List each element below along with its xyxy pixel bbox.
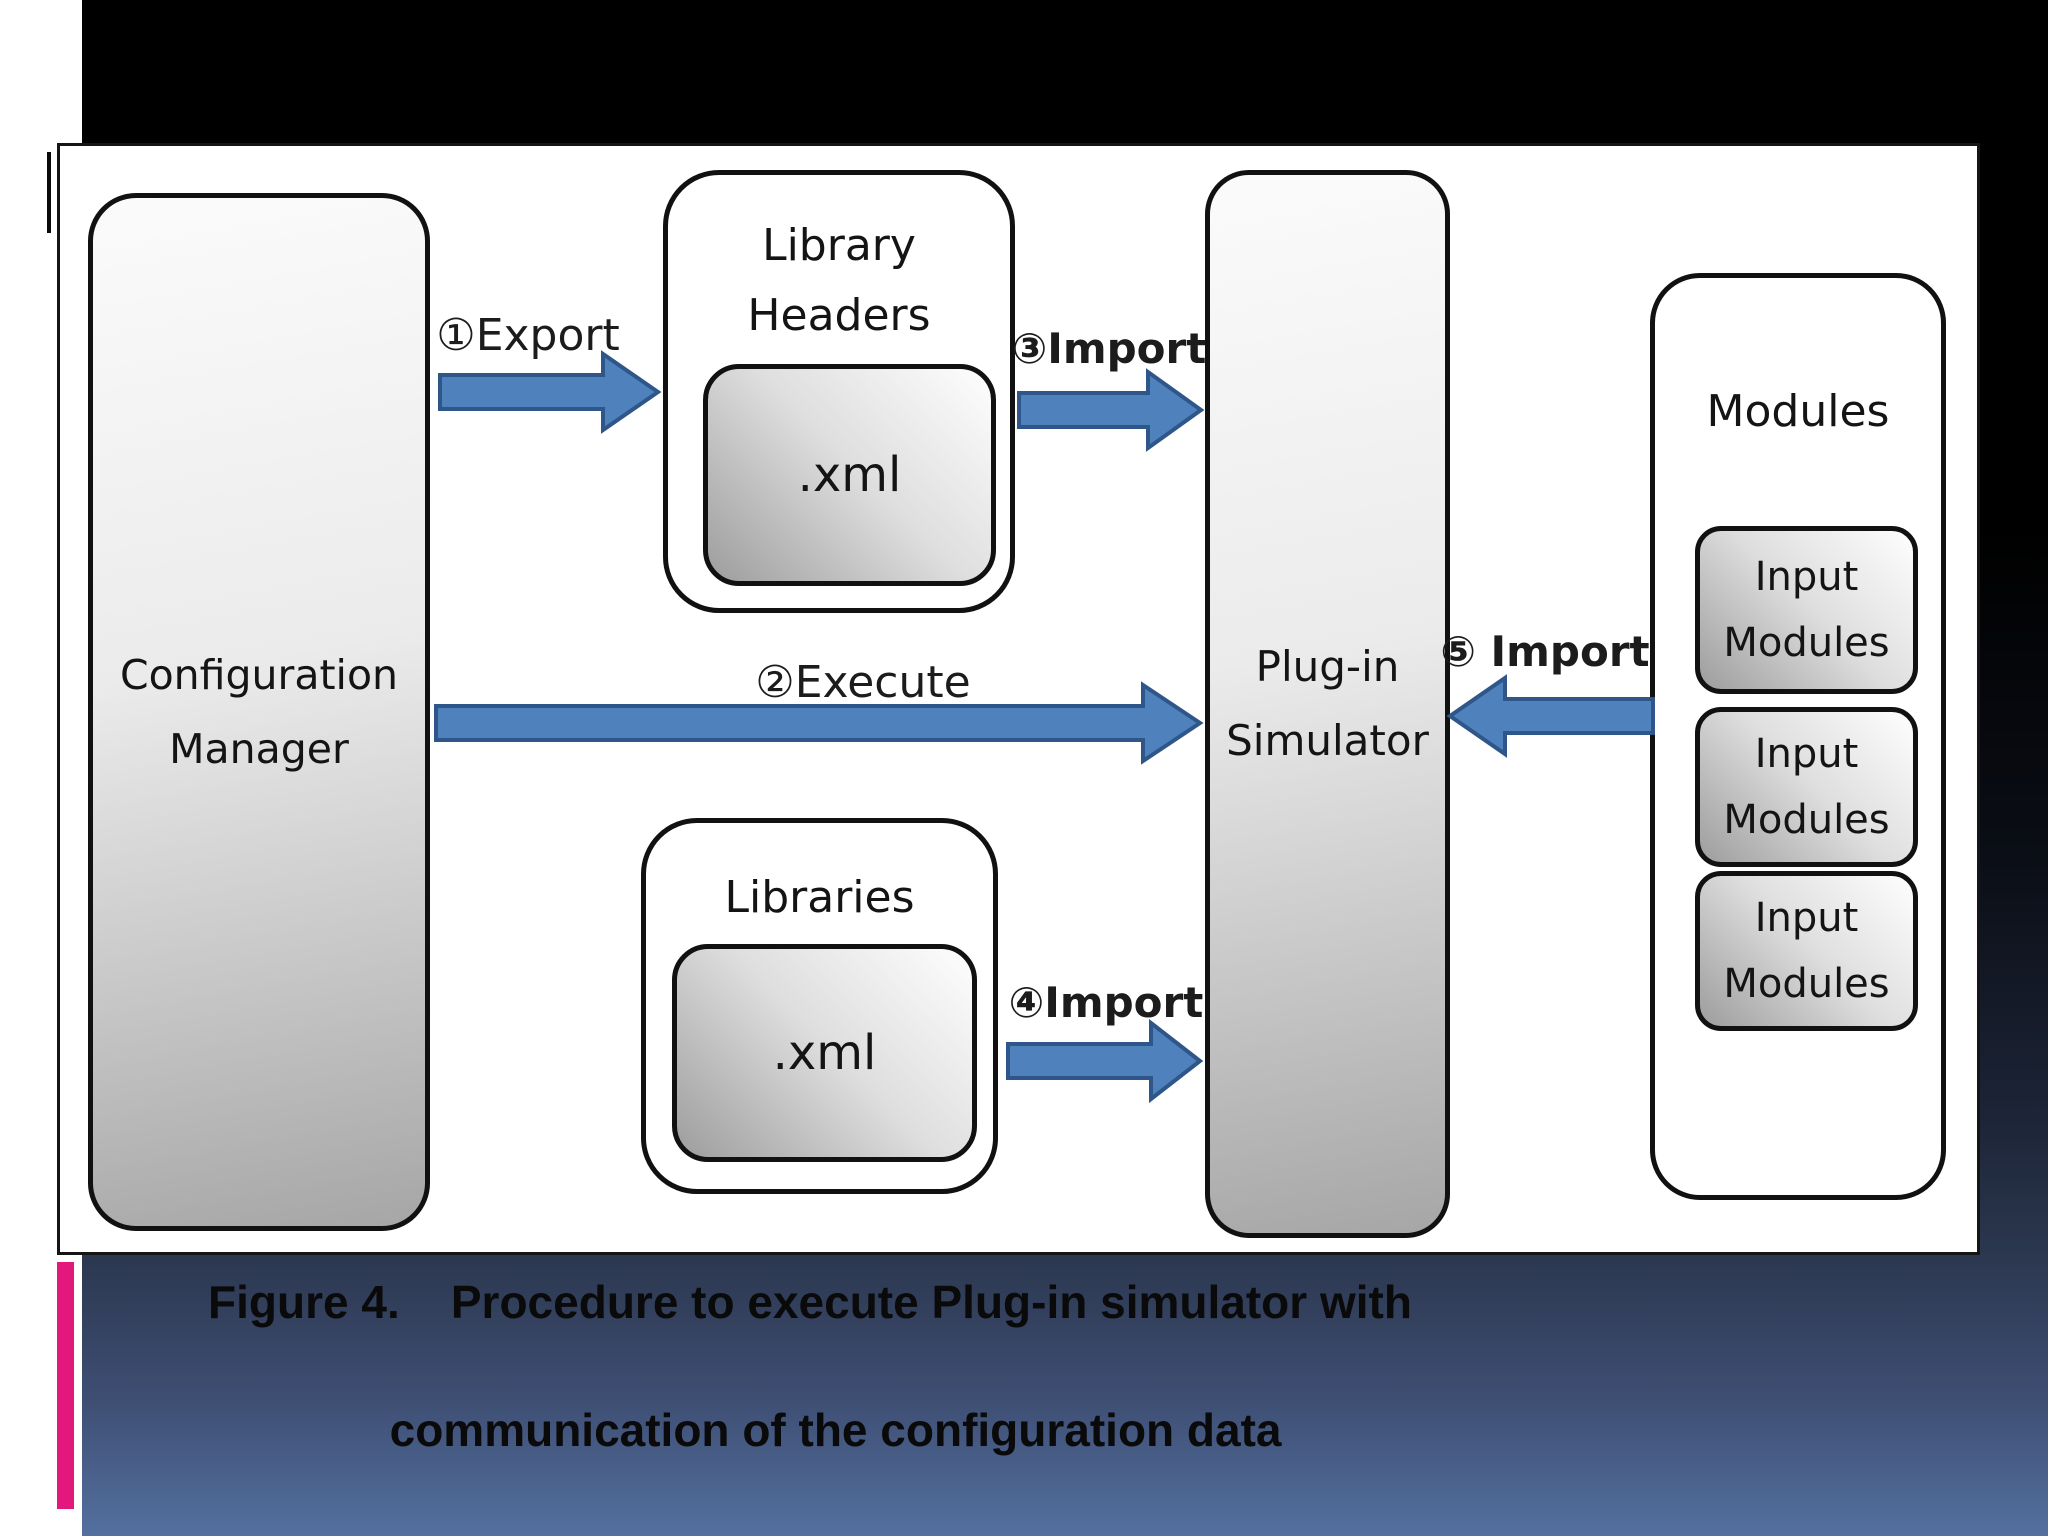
- text-cursor-line: [47, 152, 51, 233]
- execute-arrow-icon: [434, 681, 1204, 765]
- import-headers-arrow-icon: [1017, 368, 1205, 452]
- library-headers-xml-box: .xml: [703, 364, 996, 586]
- libraries-xml-box: .xml: [672, 944, 977, 1162]
- import-headers-arrow-label: ③Import: [1011, 324, 1207, 373]
- modules-box: Modules Input Modules Input Modules Inpu…: [1650, 273, 1946, 1200]
- plugin-simulator-label-line2: Simulator: [1226, 716, 1429, 765]
- library-headers-box: Library Headers .xml: [663, 170, 1015, 613]
- library-headers-label-line2: Headers: [747, 290, 931, 341]
- import-modules-arrow-label: ⑤ Import: [1440, 627, 1650, 676]
- input-modules-2-line1: Input: [1754, 731, 1859, 777]
- import-libraries-arrow-label: ④Import: [1008, 978, 1204, 1027]
- input-modules-2-line2: Modules: [1723, 797, 1890, 843]
- plugin-simulator-label-line1: Plug-in: [1255, 642, 1400, 691]
- library-headers-label-line1: Library: [762, 220, 916, 271]
- figure-canvas: Configuration Manager Library Headers .x…: [57, 143, 1980, 1255]
- library-headers-xml-label: .xml: [797, 447, 902, 503]
- export-arrow-label: ①Export: [436, 310, 620, 361]
- export-arrow-icon: [438, 350, 662, 434]
- input-modules-3-line1: Input: [1754, 895, 1859, 941]
- configuration-manager-label-line1: Configuration: [119, 651, 399, 699]
- flow-arrows: [434, 350, 1655, 1104]
- input-modules-1-line2: Modules: [1723, 620, 1890, 666]
- figure-caption-line2: communication of the configuration data: [389, 1404, 1282, 1456]
- import-libraries-arrow-icon: [1006, 1018, 1204, 1104]
- libraries-xml-label: .xml: [772, 1025, 877, 1081]
- configuration-manager-label-line2: Manager: [169, 725, 349, 773]
- import-modules-arrow-icon: [1446, 674, 1655, 758]
- figure-caption: Figure 4. Procedure to execute Plug-in s…: [90, 1270, 1530, 1526]
- input-modules-box-1: Input Modules: [1695, 526, 1918, 694]
- configuration-manager-box: Configuration Manager: [88, 193, 430, 1231]
- input-modules-box-3: Input Modules: [1695, 871, 1918, 1031]
- input-modules-3-line2: Modules: [1723, 961, 1890, 1007]
- execute-arrow-label: ②Execute: [755, 657, 971, 708]
- figure-caption-line1: Figure 4. Procedure to execute Plug-in s…: [208, 1276, 1412, 1328]
- libraries-label: Libraries: [724, 872, 915, 923]
- modules-title: Modules: [1706, 386, 1890, 437]
- plugin-simulator-box: Plug-in Simulator: [1205, 170, 1450, 1238]
- input-modules-box-2: Input Modules: [1695, 707, 1918, 867]
- libraries-box: Libraries .xml: [641, 818, 998, 1194]
- pink-accent-bar: [57, 1262, 74, 1509]
- input-modules-1-line1: Input: [1754, 554, 1859, 600]
